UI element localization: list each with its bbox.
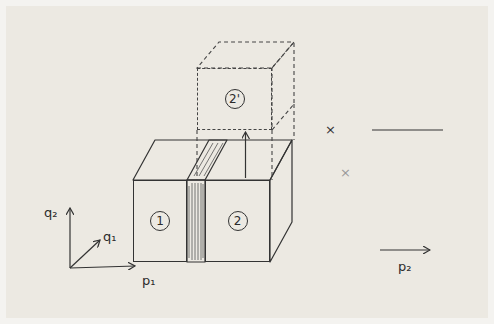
callout-number: 2'	[225, 89, 245, 109]
top-face	[133, 140, 292, 180]
axis-label: ×	[340, 166, 351, 179]
move-arrow	[245, 132, 246, 178]
paper-sheet	[6, 6, 488, 318]
axis-label: p₂	[398, 260, 411, 273]
axes	[70, 130, 443, 268]
axis-label: q₂	[44, 206, 57, 219]
axis-label: q₁	[103, 230, 116, 243]
partition	[187, 180, 205, 262]
hatching	[189, 143, 223, 260]
axis-label: ×	[325, 123, 336, 136]
callout-number: 1	[150, 211, 170, 231]
callout-number: 2	[228, 211, 248, 231]
box-face: 2	[205, 180, 270, 262]
moved-box: 2'	[197, 68, 272, 130]
side-face	[270, 140, 292, 262]
partition-top	[187, 140, 227, 180]
box-face: 1	[133, 180, 187, 262]
moved-cube	[197, 42, 294, 180]
axis-label: p₁	[142, 274, 155, 287]
